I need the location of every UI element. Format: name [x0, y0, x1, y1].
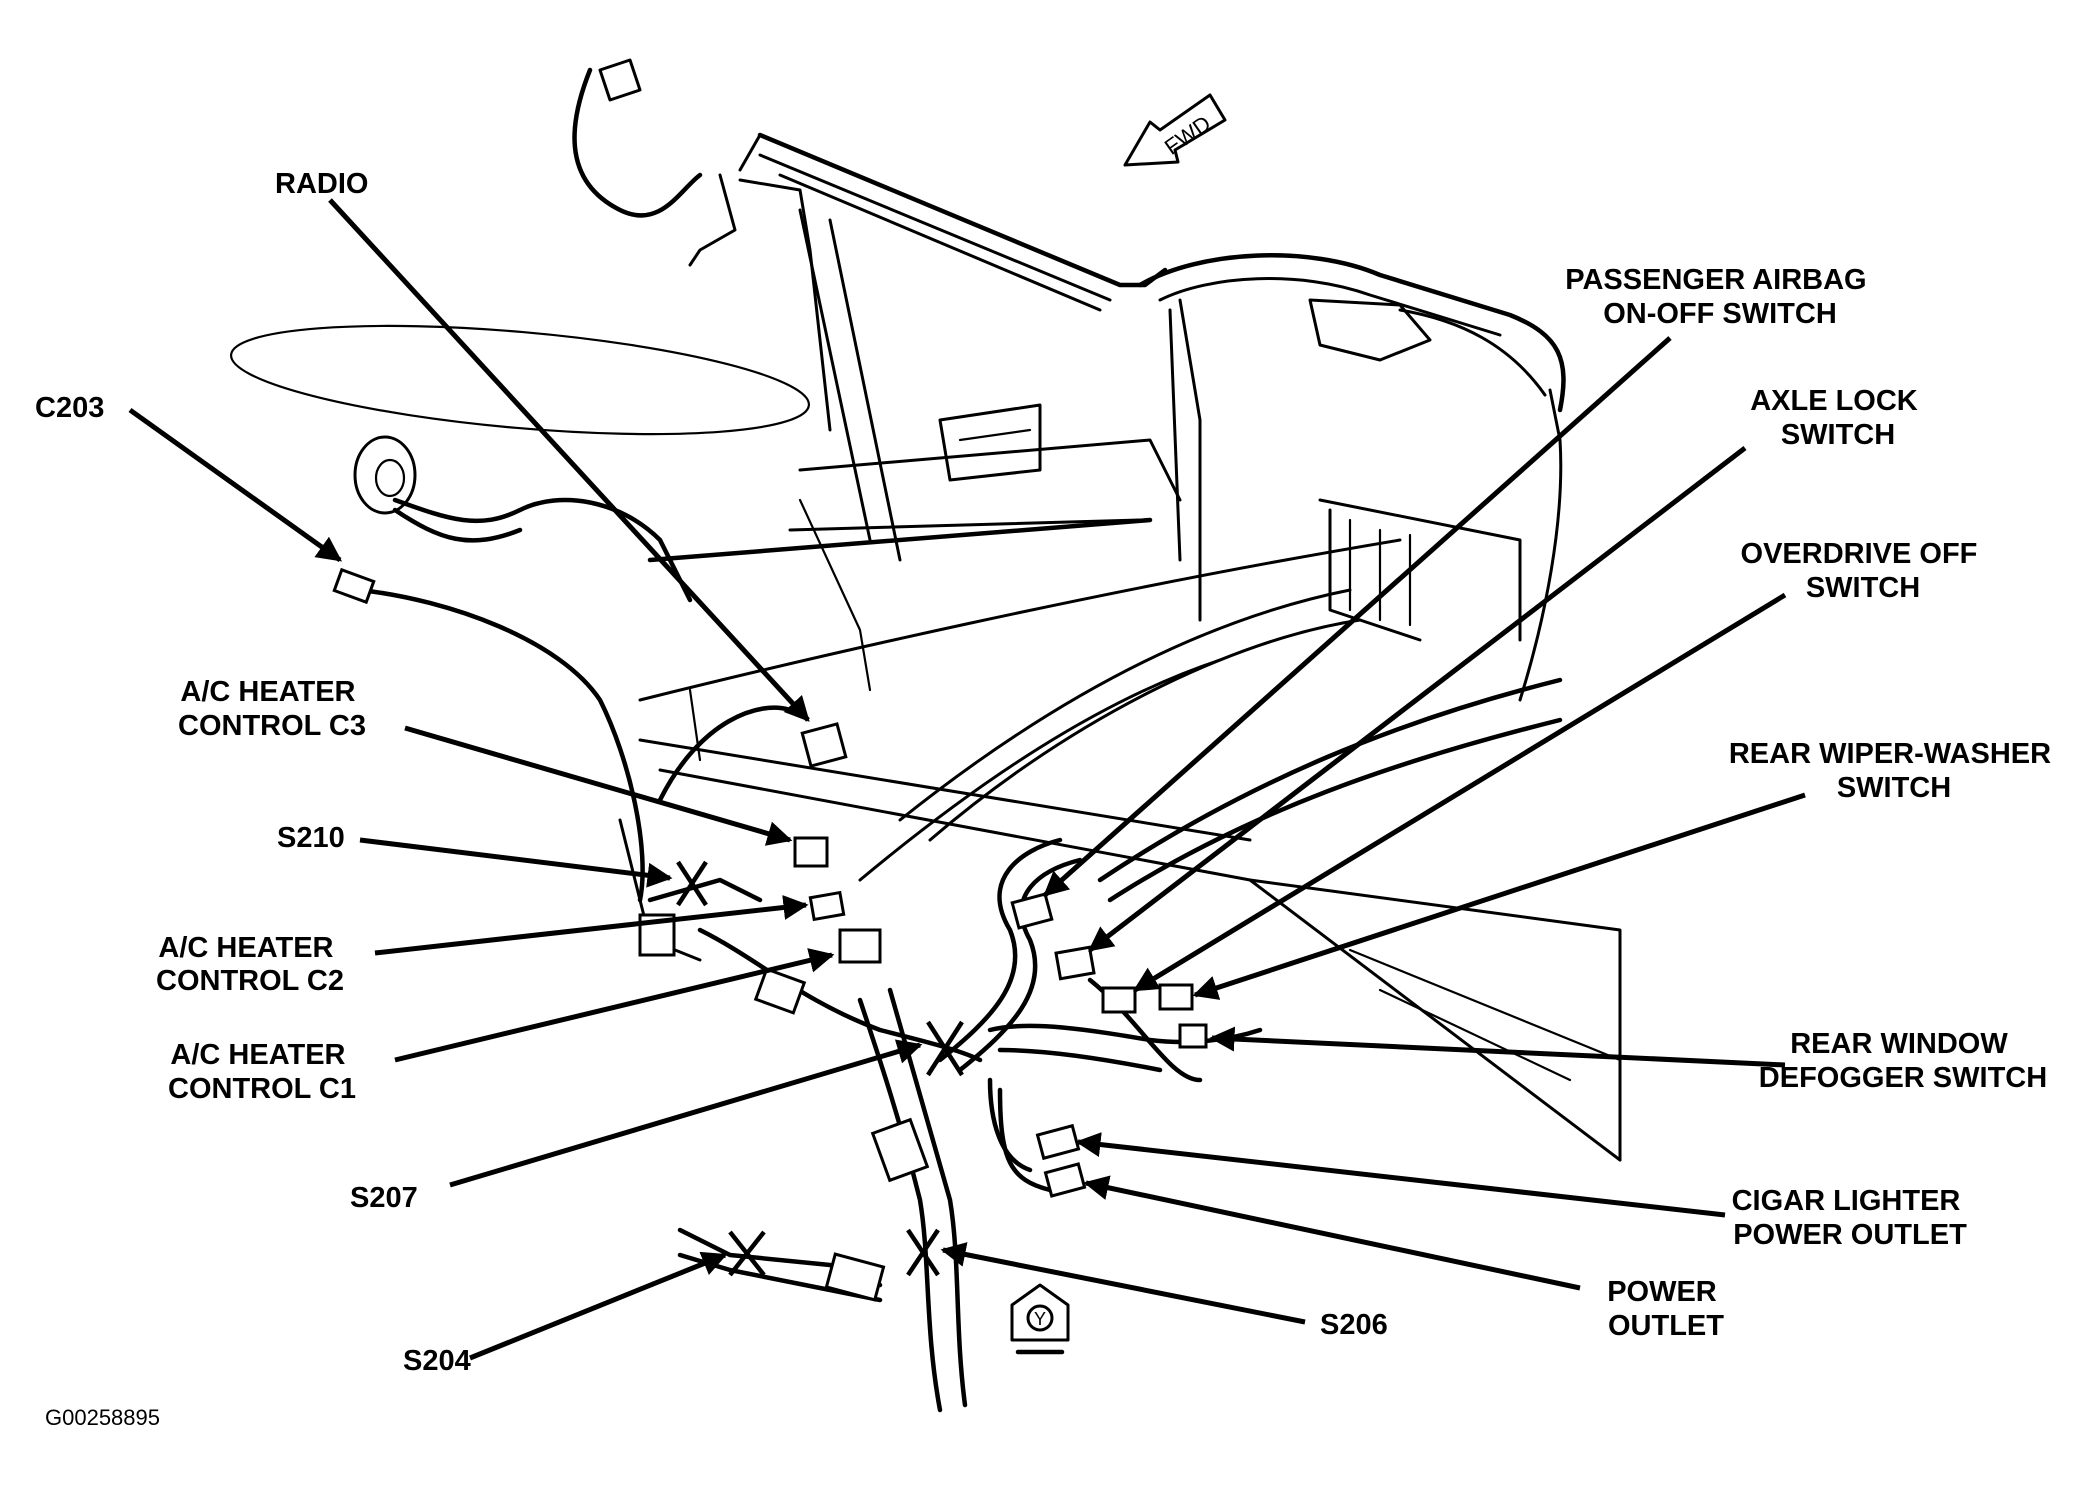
s206-label: S206 [1320, 1309, 1388, 1341]
axle-lock-label: AXLE LOCK SWITCH [1750, 385, 1926, 451]
axle-lock-connector [1054, 945, 1096, 981]
forward-label: FWD [1160, 111, 1215, 160]
cigar-lighter-label: CIGAR LIGHTER POWER OUTLET [1732, 1185, 1969, 1251]
power-outlet-connector [1043, 1162, 1087, 1198]
passenger-airbag-label: PASSENGER AIRBAG ON-OFF SWITCH [1565, 264, 1874, 330]
rear-defogger-label: REAR WINDOW DEFOGGER SWITCH [1759, 1028, 2047, 1094]
ac-heater-c2-label: A/C HEATER CONTROL C2 [156, 932, 344, 997]
callout-labels: RADIO C203 A/C HEATER CONTROL C3 S210 A/… [35, 168, 2059, 1430]
s210-label: S210 [277, 822, 345, 854]
rear-defogger-connector [1178, 1023, 1208, 1049]
s204-label: S204 [403, 1345, 471, 1377]
passenger-airbag-connector [1010, 892, 1054, 930]
forward-arrow: FWD [1123, 93, 1227, 167]
s210-splice-mark [676, 860, 708, 907]
leader-lines [128, 198, 1806, 1361]
power-outlet-label: POWER OUTLET [1607, 1276, 1725, 1342]
ground-symbol: Y [1010, 1283, 1070, 1355]
overdrive-off-label: OVERDRIVE OFF SWITCH [1741, 538, 1986, 604]
ac-heater-c2-connector [808, 890, 846, 922]
cigar-lighter-connector [1035, 1123, 1081, 1161]
radio-connector [800, 722, 848, 768]
s206-splice-mark [906, 1228, 940, 1277]
ac-heater-c1-label: A/C HEATER CONTROL C1 [168, 1039, 356, 1105]
s207-splice-mark [926, 1020, 964, 1077]
splice-marks [676, 860, 964, 1277]
ground-symbol-label: Y [1034, 1309, 1046, 1329]
rear-wiper-label: REAR WIPER-WASHER SWITCH [1729, 738, 2059, 804]
rear-wiper-connector [1158, 983, 1194, 1011]
ac-heater-c3-label: A/C HEATER CONTROL C3 [178, 676, 366, 742]
wiring-harness [357, 497, 1563, 1413]
s204-splice-mark [728, 1230, 766, 1277]
s207-label: S207 [350, 1182, 418, 1214]
overdrive-off-connector [1101, 986, 1137, 1014]
figure-id: G00258895 [45, 1405, 160, 1430]
ac-heater-c3-connector [793, 836, 829, 868]
instrument-panel-structure [229, 58, 1622, 1162]
c203-connector [332, 567, 376, 605]
c203-label: C203 [35, 392, 104, 424]
ac-heater-c1-connector [838, 928, 882, 964]
radio-label: RADIO [275, 168, 368, 200]
